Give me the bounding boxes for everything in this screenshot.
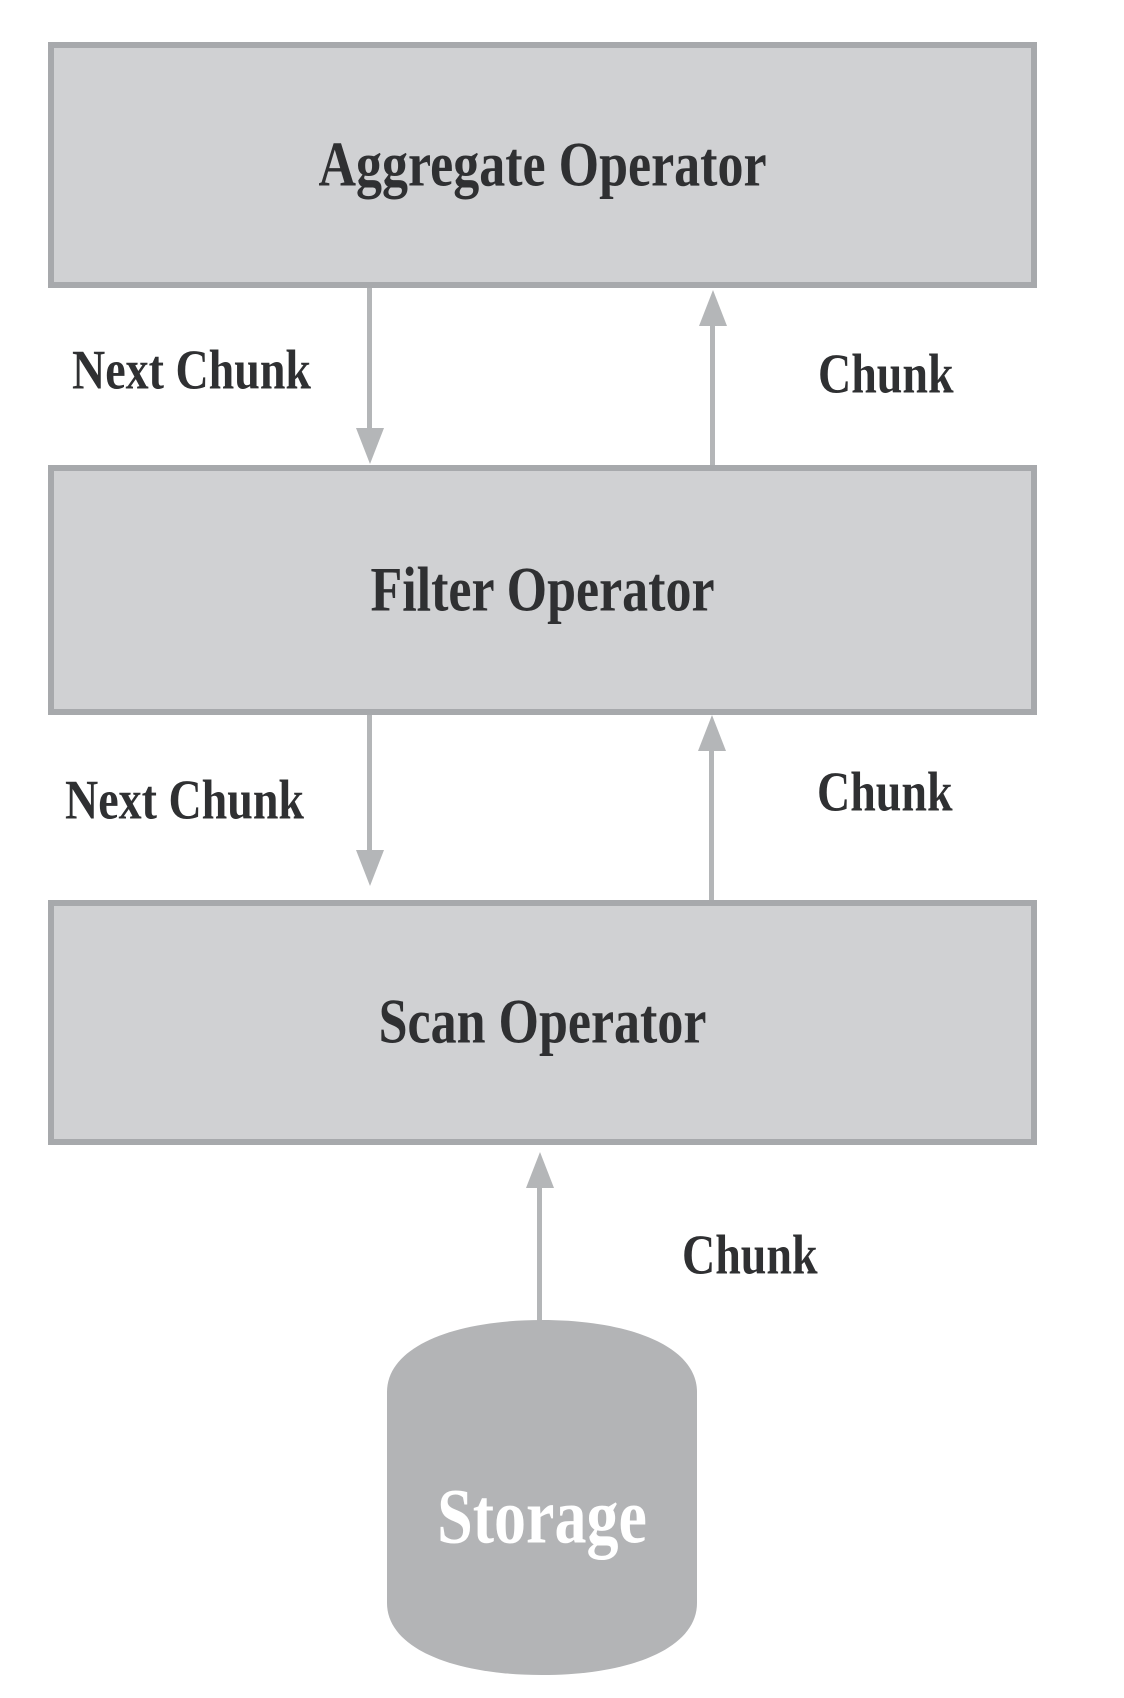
filter-operator-box: Filter Operator (48, 465, 1037, 715)
scan-operator-box: Scan Operator (48, 900, 1037, 1145)
cylinder-shape-icon (387, 1320, 697, 1675)
arrow-aggregate-to-filter-line (367, 288, 372, 428)
arrow-aggregate-to-filter-head-icon (356, 428, 384, 464)
arrow-storage-to-scan-line (537, 1188, 542, 1322)
filter-operator-label: Filter Operator (370, 555, 715, 625)
aggregate-operator-box: Aggregate Operator (48, 42, 1037, 288)
edge-label-chunk-storage-scan: Chunk (682, 1223, 818, 1286)
edge-label-chunk-filter-aggregate: Chunk (818, 342, 954, 405)
edge-label-next-chunk-filter-scan: Next Chunk (65, 768, 305, 831)
arrow-filter-to-scan-head-icon (356, 850, 384, 886)
aggregate-operator-label: Aggregate Operator (318, 130, 767, 200)
arrow-filter-to-scan-line (367, 715, 372, 850)
storage-label: Storage (437, 1472, 647, 1560)
scan-operator-label: Scan Operator (378, 987, 707, 1058)
arrow-filter-to-aggregate-line (710, 326, 715, 465)
arrow-filter-to-aggregate-head-icon (699, 290, 727, 326)
arrow-scan-to-filter-head-icon (698, 715, 726, 751)
edge-label-next-chunk-aggregate-filter: Next Chunk (72, 338, 312, 401)
edge-label-chunk-scan-filter: Chunk (817, 760, 953, 823)
storage-cylinder: Storage (387, 1320, 697, 1675)
arrow-storage-to-scan-head-icon (526, 1152, 554, 1188)
arrow-scan-to-filter-line (709, 751, 714, 900)
